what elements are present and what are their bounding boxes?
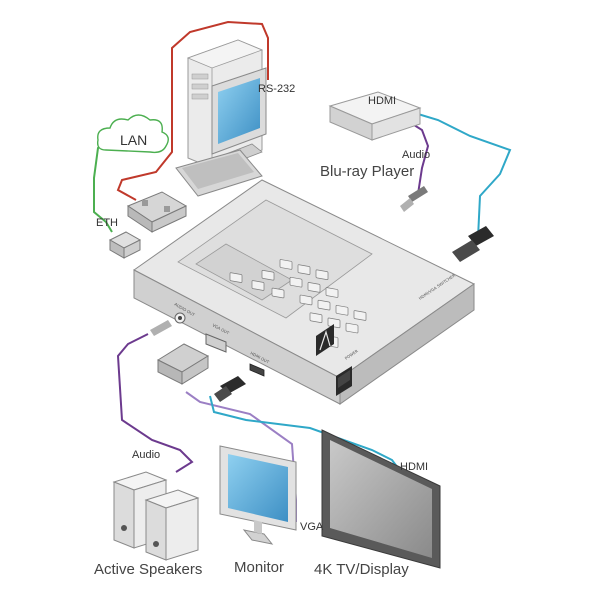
- monitor-screen: [228, 454, 288, 522]
- label-rs232: RS-232: [258, 83, 295, 95]
- audio-out-port: [174, 312, 186, 324]
- pc-screen: [218, 78, 260, 144]
- audio-plug-device: [150, 320, 172, 336]
- monitor: [219, 445, 297, 545]
- label-tv-display: 4K TV/Display: [314, 561, 409, 578]
- label-audio-bottom: Audio: [132, 449, 160, 461]
- hdmi-plug-top: [452, 226, 494, 262]
- hdmi-out-port: [249, 363, 265, 377]
- label-eth: ETH: [96, 217, 118, 229]
- rs232-adapter: [126, 191, 188, 233]
- power-switch: [336, 366, 352, 396]
- label-vga: VGA: [300, 521, 324, 533]
- switcher-device: HDMI/VGA SWITCHER AUDIO OUT VGA OUT HDMI…: [133, 179, 475, 405]
- rs232-cable: [116, 20, 269, 201]
- bluray-player: [328, 91, 422, 141]
- active-speakers: [112, 471, 200, 561]
- eth-connector: [108, 231, 142, 259]
- vga-out-port: [205, 333, 227, 353]
- tv-display: [321, 429, 441, 569]
- brand-logo: [316, 324, 334, 356]
- tv-screen: [330, 440, 432, 558]
- label-audio-top: Audio: [402, 149, 430, 161]
- hdmi-cable-bluray: [417, 113, 512, 239]
- hdmi-plug-device: [214, 376, 246, 402]
- pc-computer: [175, 39, 267, 197]
- audio-plug-top: [400, 186, 428, 212]
- label-monitor: Monitor: [234, 559, 284, 576]
- label-hdmi-bottom: HDMI: [400, 461, 428, 473]
- button-grid: [229, 259, 367, 348]
- lan-cloud: [96, 114, 169, 154]
- label-active-speakers: Active Speakers: [94, 561, 202, 578]
- label-hdmi-top: HDMI: [368, 95, 396, 107]
- label-bluray: Blu-ray Player: [320, 163, 414, 180]
- audio-cable-bluray: [405, 119, 430, 195]
- vga-plug-device: [156, 343, 210, 385]
- hdmi-cable-tv: [209, 395, 399, 469]
- audio-cable-speakers: [116, 333, 194, 473]
- label-lan: LAN: [120, 132, 147, 148]
